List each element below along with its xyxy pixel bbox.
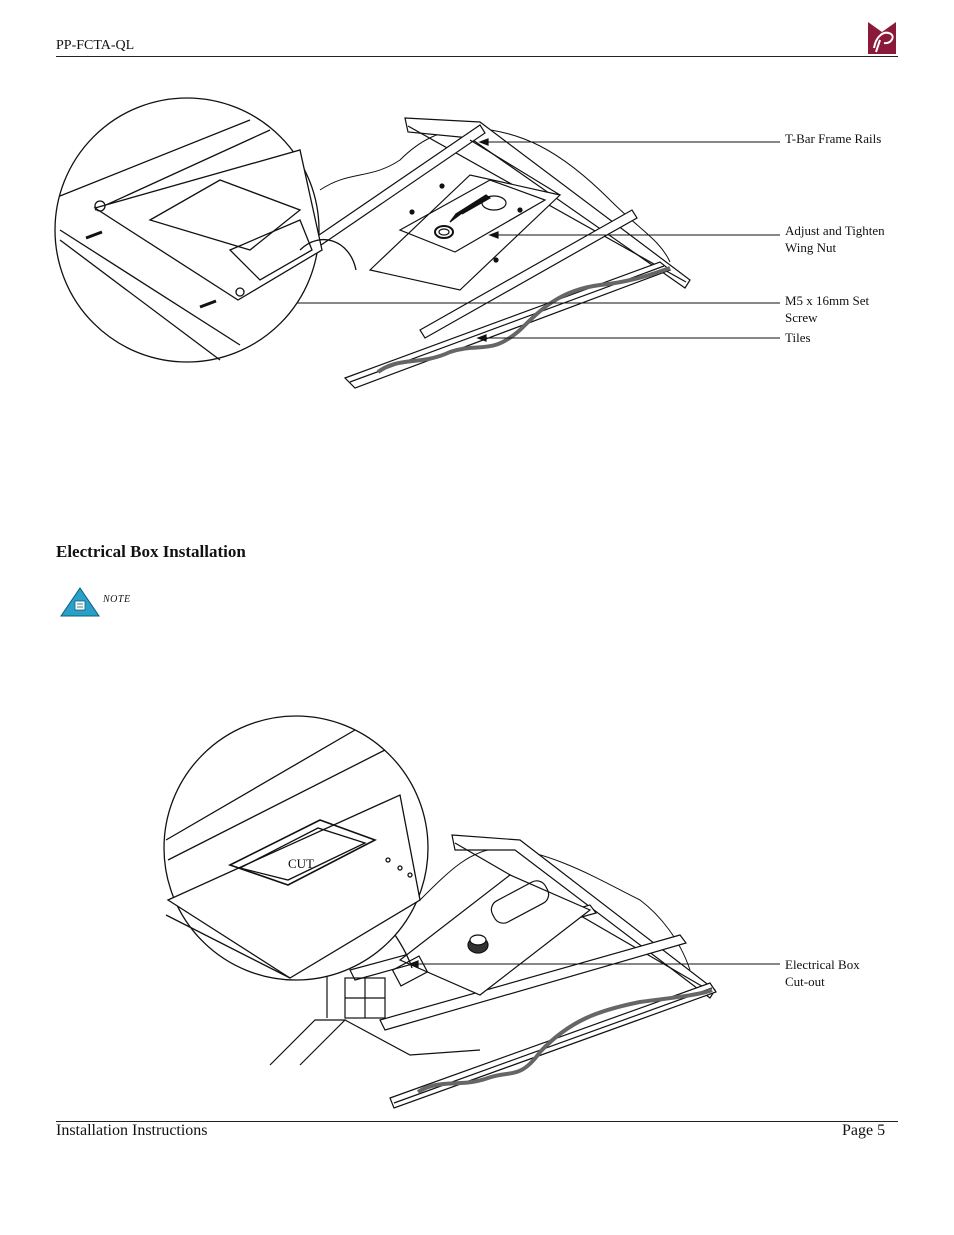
callout-electrical-box-line2: Cut-out xyxy=(785,974,825,989)
page-number: Page 5 xyxy=(842,1122,886,1139)
header-rule xyxy=(56,56,898,57)
figure-tbar-installation xyxy=(54,97,780,389)
callout-wing-nut-line2: Wing Nut xyxy=(785,240,837,255)
detail-magnifier xyxy=(163,715,429,981)
callout-tbar-frame-rails: T-Bar Frame Rails xyxy=(785,131,882,146)
callout-electrical-box: Electrical Box Cut-out xyxy=(785,956,860,990)
callout-electrical-box-line1: Electrical Box xyxy=(785,957,860,972)
document-code: PP-FCTA-QL xyxy=(56,38,135,53)
detail-magnifier xyxy=(54,97,357,363)
note-icon xyxy=(60,587,100,617)
callout-tiles: Tiles xyxy=(785,330,811,345)
note-label: NOTE xyxy=(103,594,131,605)
figure-electrical-box-cutout xyxy=(163,715,780,1109)
callout-set-screw-line1: M5 x 16mm Set xyxy=(785,293,870,308)
cut-label: CUT xyxy=(288,856,314,871)
callout-set-screw-line2: Screw xyxy=(785,310,818,325)
callout-wing-nut: Adjust and Tighten Wing Nut xyxy=(785,222,885,256)
callout-wing-nut-line1: Adjust and Tighten xyxy=(785,223,885,238)
callout-set-screw: M5 x 16mm Set Screw xyxy=(785,292,869,326)
footer-title: Installation Instructions xyxy=(56,1122,208,1139)
section-title: Electrical Box Installation xyxy=(56,542,246,561)
footer-rule xyxy=(56,1121,898,1122)
company-logo xyxy=(868,22,896,54)
